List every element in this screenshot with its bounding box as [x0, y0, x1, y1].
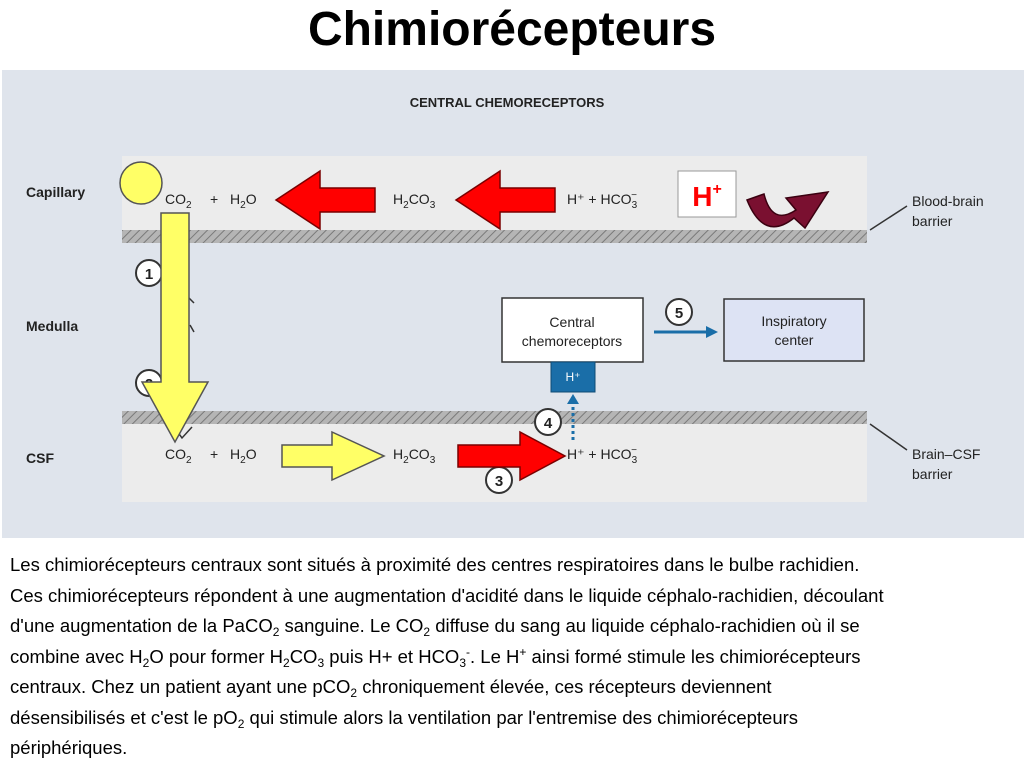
step-3: 3 — [485, 466, 513, 494]
region-label-csf: CSF — [26, 450, 54, 466]
capillary-red-arrow-left — [274, 169, 376, 231]
step-1: 1 — [135, 259, 163, 287]
caption-text: Les chimiorécepteurs centraux sont situé… — [10, 550, 1015, 764]
caption-line-1: Les chimiorécepteurs centraux sont situé… — [10, 554, 860, 575]
co2-yellow-circle — [119, 161, 163, 205]
h-plus-highlight-box — [677, 170, 737, 218]
caption-line-2: Ces chimiorécepteurs répondent à une aug… — [10, 584, 884, 606]
page-title: Chimiorécepteurs — [307, 3, 717, 56]
h-plus-receptor-box — [550, 361, 596, 393]
yellow-down-arrow — [140, 212, 210, 444]
h-plus-highlight-label: H+ — [692, 181, 722, 212]
central-chemoreceptors-box — [501, 297, 644, 363]
csf-yellow-arrow — [281, 430, 386, 482]
central-box-label-2: chemoreceptors — [522, 333, 622, 349]
central-box-label-1: Central — [549, 314, 594, 330]
svg-text:4: 4 — [544, 415, 553, 432]
capillary-red-arrow-right — [454, 169, 556, 231]
brain-csf-leader-line — [869, 423, 908, 451]
blood-brain-barrier-label-1: Blood-brain — [912, 193, 984, 209]
inspiratory-label-1: Inspiratory — [761, 313, 826, 329]
svg-text:5: 5 — [675, 305, 683, 322]
csf-h2co3: H2CO3 — [393, 446, 436, 466]
csf-red-arrow — [457, 430, 567, 482]
caption-line-7: périphériques. — [10, 737, 128, 758]
capillary-h2o: H2O — [230, 191, 257, 211]
blood-brain-leader-line — [869, 205, 908, 231]
region-label-capillary: Capillary — [26, 184, 85, 200]
brain-csf-barrier-band — [122, 411, 867, 424]
svg-text:1: 1 — [145, 266, 153, 283]
capillary-products: H⁺ + HCO3− — [567, 190, 638, 211]
csf-co2: CO2 — [165, 446, 192, 466]
csf-products: H⁺ + HCO3− — [567, 445, 638, 466]
step-4: 4 — [534, 408, 562, 436]
svg-text:3: 3 — [495, 473, 503, 490]
capillary-plus: + — [210, 191, 218, 207]
diagram-heading: CENTRAL CHEMORECEPTORS — [410, 95, 605, 110]
csf-h2o: H2O — [230, 446, 257, 466]
region-label-medulla: Medulla — [26, 318, 78, 334]
h-plus-receptor-label: H⁺ — [566, 370, 581, 384]
capillary-co2: CO2 — [165, 191, 192, 211]
caption-line-5: centraux. Chez un patient ayant une pCO2… — [10, 676, 772, 700]
arrow-to-inspiratory-head — [706, 326, 718, 338]
brain-csf-barrier-label-1: Brain–CSF — [912, 446, 980, 462]
chemoreceptor-diagram: CENTRAL CHEMORECEPTORS Capillary Medulla… — [26, 95, 984, 502]
dotted-arrow-head — [567, 394, 579, 404]
diagram-panel: CENTRAL CHEMORECEPTORS Capillary Medulla… — [2, 70, 1024, 538]
brain-csf-barrier-label-2: barrier — [912, 466, 953, 482]
csf-plus: + — [210, 446, 218, 462]
caption-line-3: d'une augmentation de la PaCO2 sanguine.… — [10, 615, 860, 639]
inspiratory-center-box — [723, 298, 865, 362]
inspiratory-label-2: center — [775, 332, 814, 348]
blood-brain-barrier-band — [122, 230, 867, 243]
caption-line-6: désensibilisés et c'est le pO2 qui stimu… — [10, 706, 799, 731]
capillary-h2co3: H2CO3 — [393, 191, 436, 211]
caption-line-4: combine avec H2O pour former H2CO3 puis … — [10, 644, 861, 670]
step-5: 5 — [665, 298, 693, 326]
capillary-reaction: CO2 + H2O H2CO3 H⁺ + HCO3− — [165, 190, 638, 211]
blood-brain-barrier-label-2: barrier — [912, 213, 953, 229]
csf-reaction: CO2 + H2O H2CO3 H⁺ + HCO3− — [165, 445, 638, 466]
maroon-curved-arrow — [746, 191, 830, 230]
